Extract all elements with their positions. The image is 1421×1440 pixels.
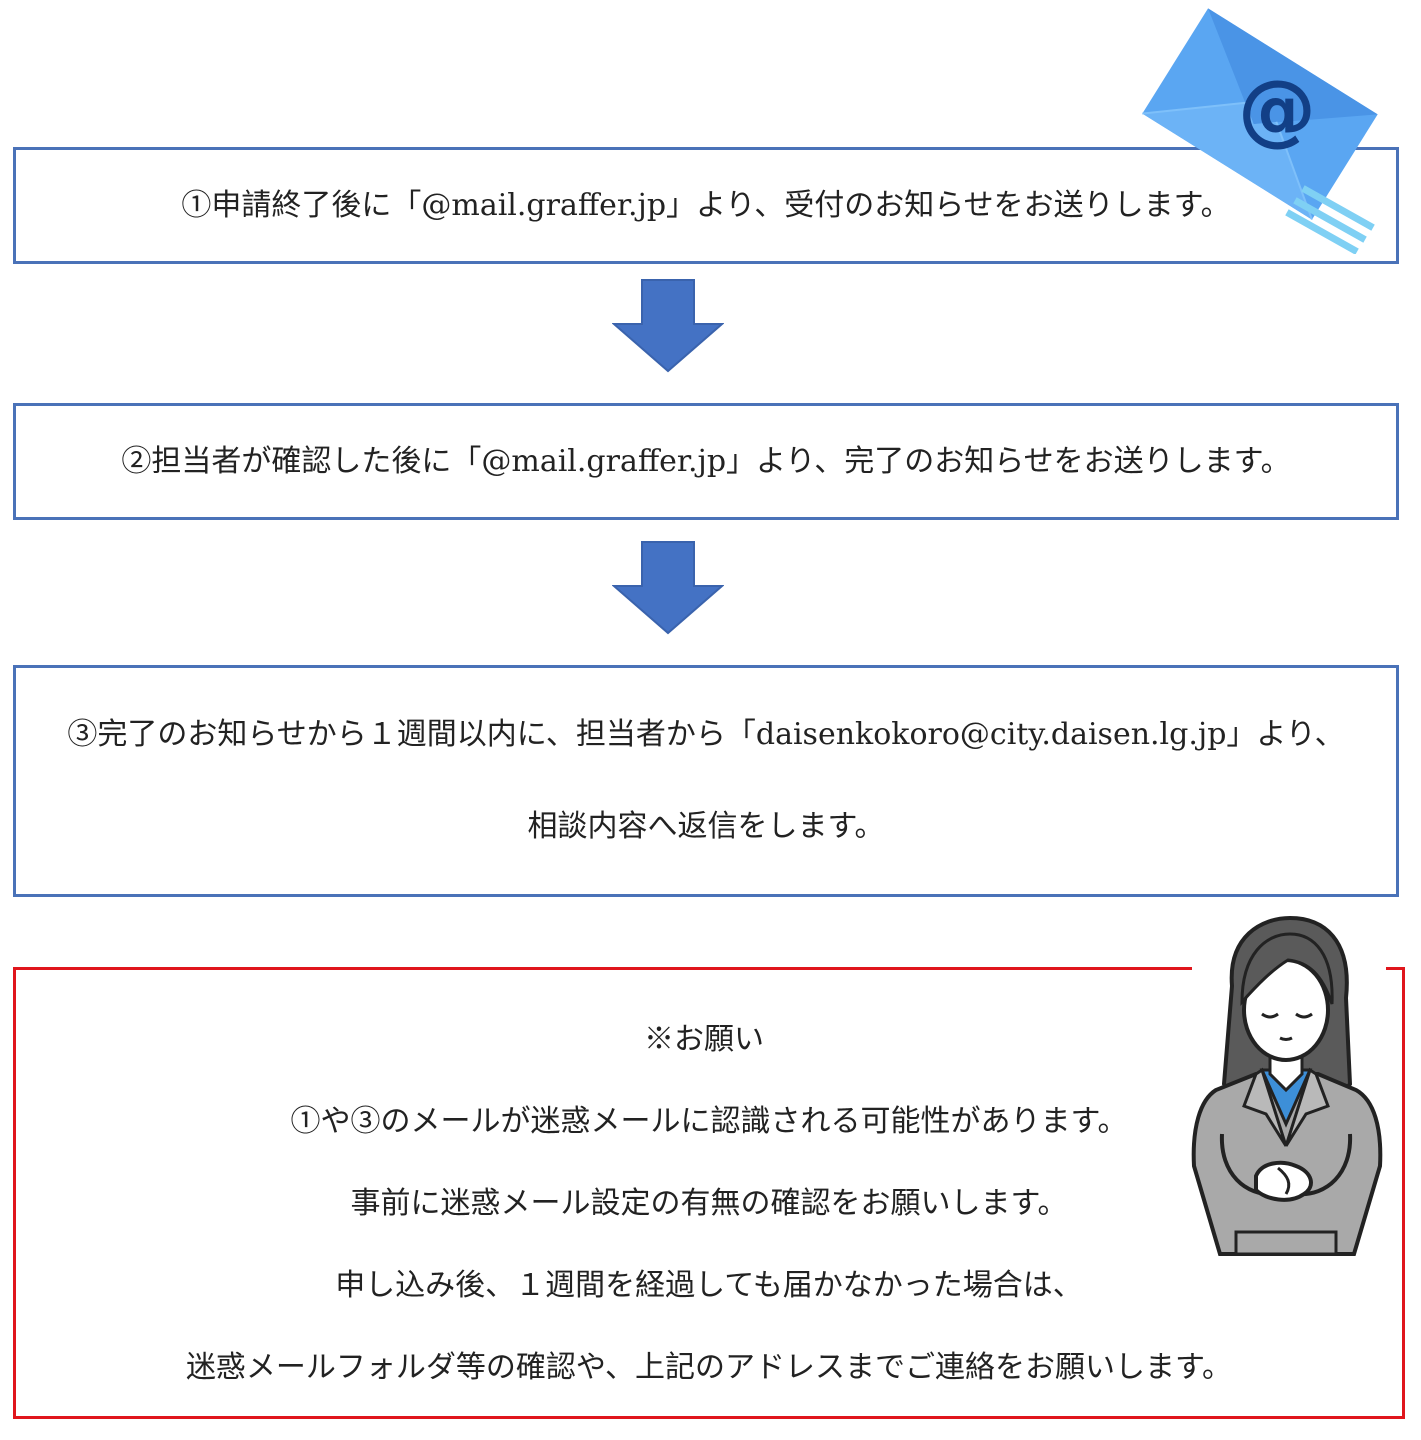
step-1-text: ①申請終了後に「@mail.graffer.jp」より、受付のお知らせをお送りし… bbox=[181, 187, 1231, 223]
note-line-2: 事前に迷惑メール設定の有無の確認をお願いします。 bbox=[350, 1186, 1068, 1221]
down-arrow-icon bbox=[612, 279, 724, 373]
step-2-text: ②担当者が確認した後に「@mail.graffer.jp」より、完了のお知らせを… bbox=[121, 443, 1291, 479]
note-line-4: 迷惑メールフォルダ等の確認や、上記のアドレスまでご連絡をお願いします。 bbox=[185, 1350, 1233, 1385]
at-sign-icon: @ bbox=[1238, 65, 1316, 155]
email-envelope-icon: @ bbox=[1142, 8, 1378, 254]
step-2-box: ②担当者が確認した後に「@mail.graffer.jp」より、完了のお知らせを… bbox=[13, 403, 1399, 520]
step-3-text-line-1: ③完了のお知らせから１週間以内に、担当者から「daisenkokoro@city… bbox=[67, 717, 1345, 752]
step-3-text-line-2: 相談内容へ返信をします。 bbox=[527, 809, 885, 844]
step-1-box: ①申請終了後に「@mail.graffer.jp」より、受付のお知らせをお送りし… bbox=[13, 147, 1399, 264]
note-line-3: 申し込み後、１週間を経過しても届かなかった場合は、 bbox=[335, 1268, 1083, 1303]
down-arrow-icon bbox=[612, 541, 724, 635]
step-3-box: ③完了のお知らせから１週間以内に、担当者から「daisenkokoro@city… bbox=[13, 665, 1399, 897]
bowing-woman-illustration bbox=[1191, 915, 1383, 1256]
note-title: ※お願い bbox=[644, 1022, 764, 1057]
note-line-1: ①や③のメールが迷惑メールに認識される可能性があります。 bbox=[290, 1104, 1128, 1139]
note-box: ※お願い ①や③のメールが迷惑メールに認識される可能性があります。 事前に迷惑メ… bbox=[13, 966, 1405, 1419]
